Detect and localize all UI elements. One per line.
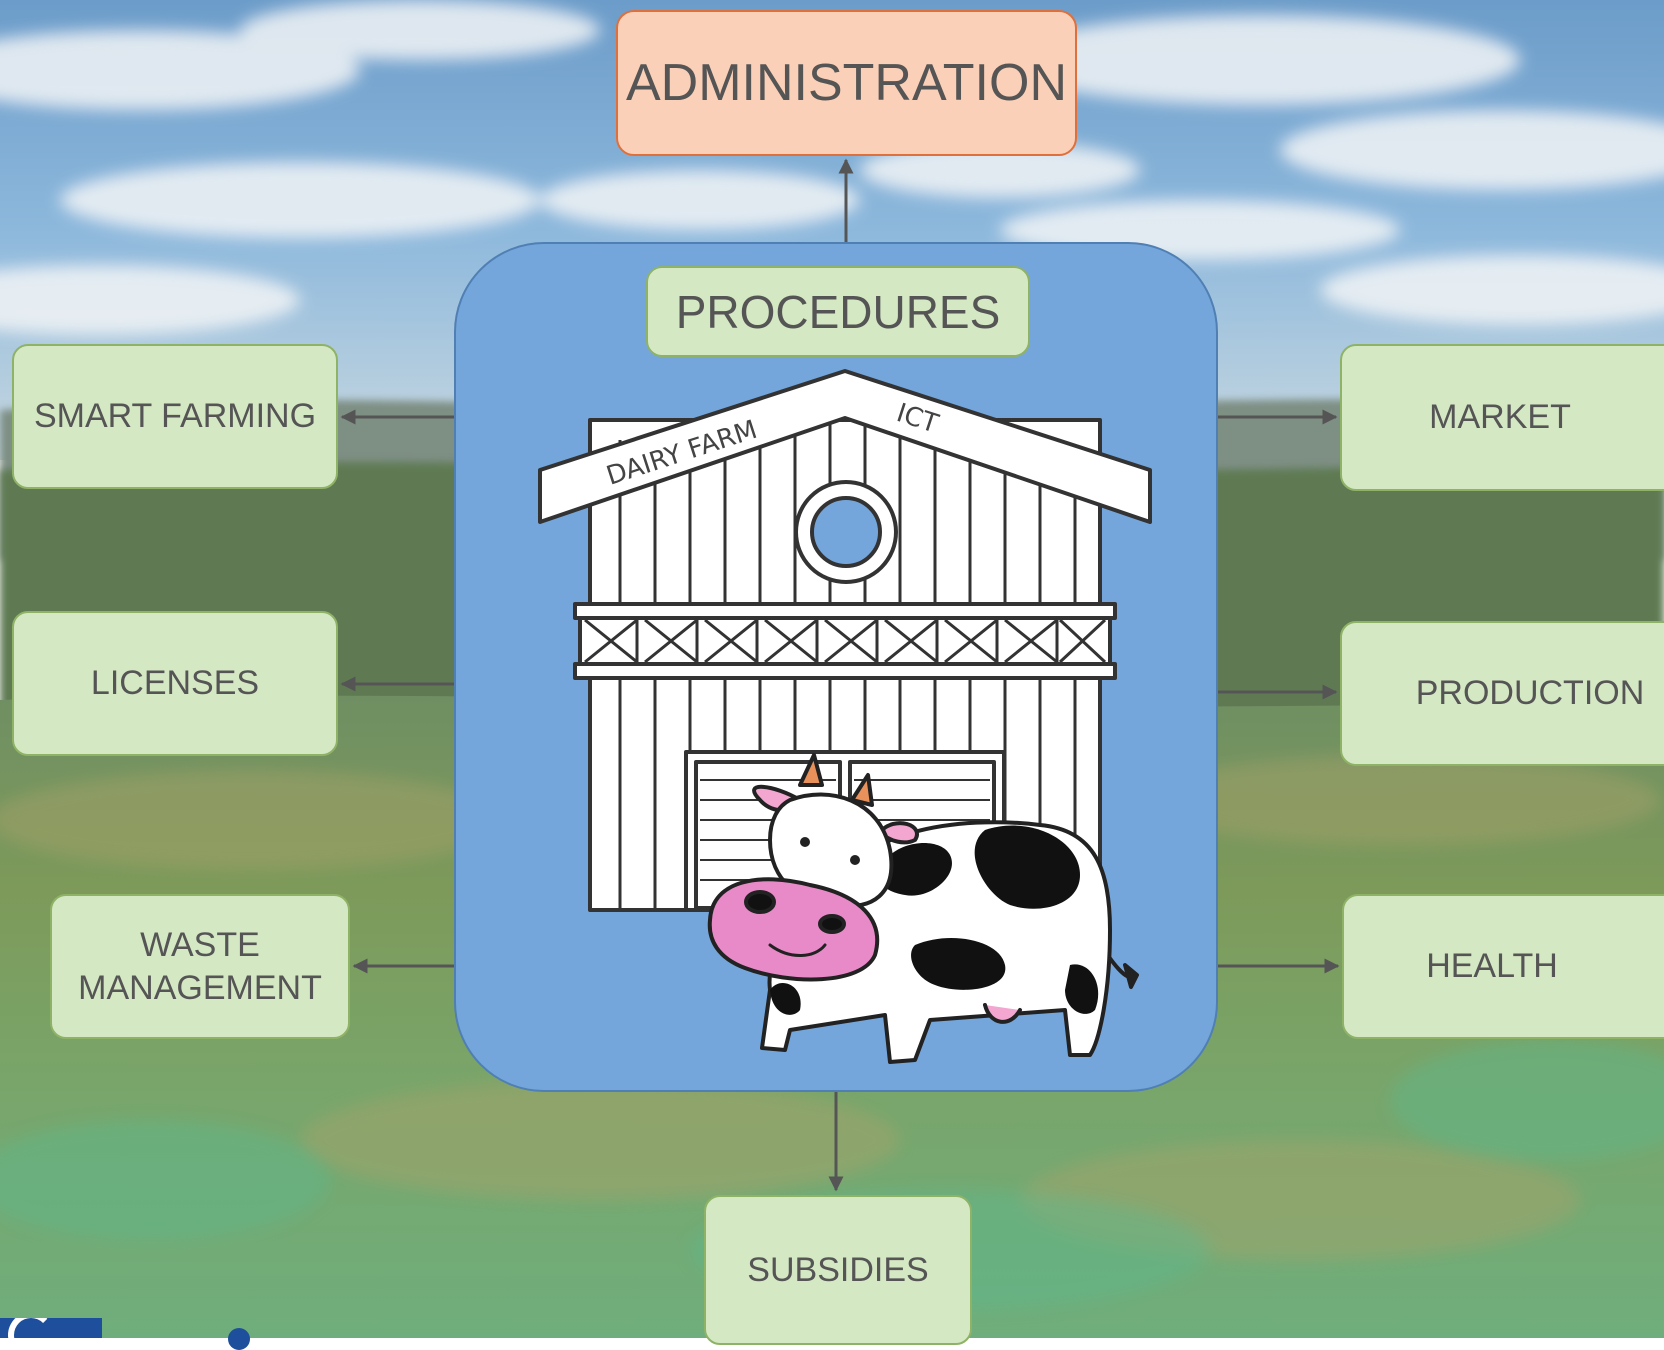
health-box: HEALTH (1342, 894, 1664, 1039)
licenses-box: LICENSES (12, 611, 338, 756)
logo-mark-icon (0, 1318, 102, 1338)
production-box: PRODUCTION (1340, 621, 1664, 766)
cow-icon (707, 753, 1139, 1064)
subsidies-box: SUBSIDIES (704, 1195, 972, 1345)
smart-farming-box: SMART FARMING (12, 344, 338, 489)
administration-box: ADMINISTRATION (616, 10, 1077, 156)
procedures-box: PROCEDURES (646, 266, 1030, 357)
waste-management-box: WASTE MANAGEMENT (50, 894, 350, 1039)
logo-dot-icon (228, 1328, 250, 1350)
market-box: MARKET (1340, 344, 1664, 491)
